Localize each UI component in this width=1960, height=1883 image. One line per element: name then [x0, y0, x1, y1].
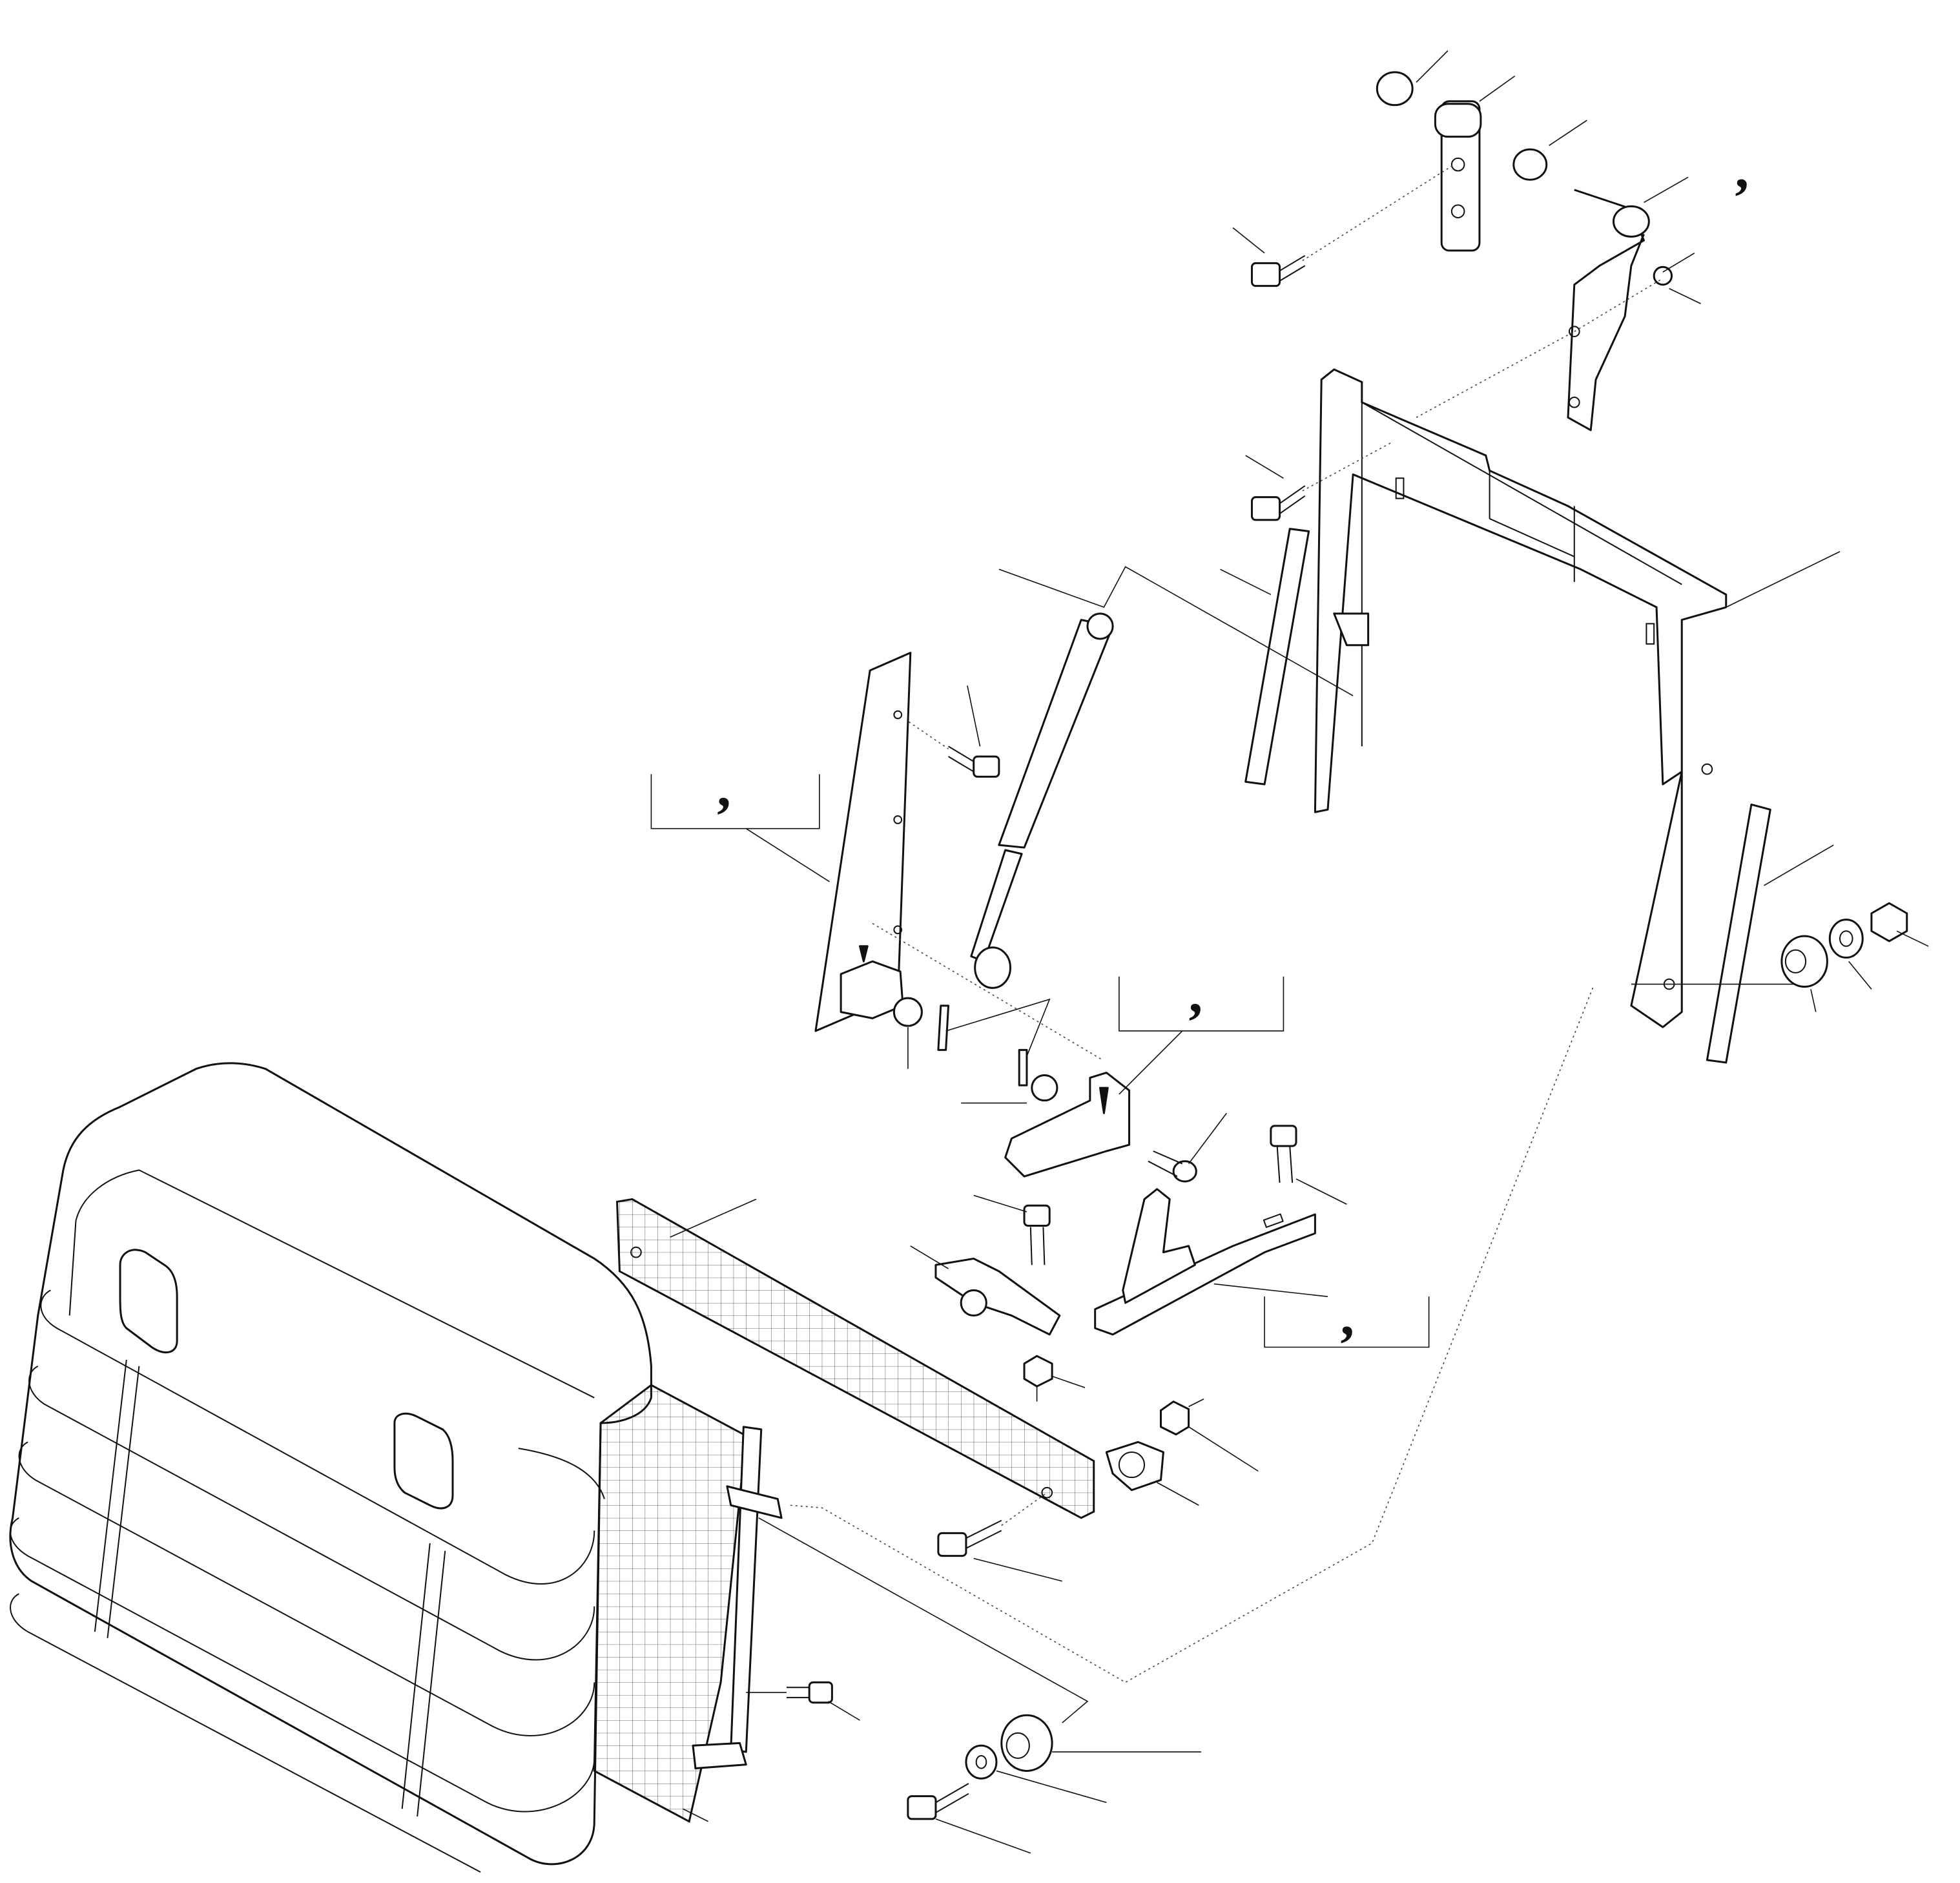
mesh-bolt: [938, 1521, 1002, 1556]
gas-strut: [971, 567, 1353, 988]
hinge-bushing: [1435, 104, 1480, 137]
catch-plate: [936, 1258, 1060, 1334]
clevis-pin: [1148, 1151, 1196, 1181]
upper-mesh-screen: [617, 1199, 1094, 1581]
bracket-hole: [1569, 326, 1580, 337]
frame-outline: [1315, 369, 1726, 1027]
hinge-plate: [1441, 101, 1480, 251]
frame-tab: [1334, 614, 1368, 645]
side-mesh-bracket: [727, 1486, 781, 1518]
hinge-plate-hole: [1452, 158, 1465, 171]
frame-hole: [1702, 764, 1713, 775]
pivot-hardware: [1631, 903, 1928, 1012]
seal-strip-right: [1707, 804, 1770, 1062]
pivot-spacer: [1782, 936, 1827, 986]
headlight-right: [395, 1413, 453, 1508]
catch-assembly: [911, 1196, 1085, 1402]
washer: [894, 998, 922, 1026]
mount-bolt: [908, 1784, 969, 1819]
hinge-assembly: ,: [1233, 50, 1749, 430]
strut-end: [975, 948, 1011, 988]
strut-rod: [971, 850, 1022, 961]
side-mesh-bolt: [787, 1682, 832, 1702]
frame-slot: [1396, 478, 1404, 498]
pivot-washer: [1830, 920, 1862, 958]
clamp-nut: [1161, 1402, 1189, 1435]
callout-middle-bracket: ,: [1189, 962, 1203, 1025]
cotter-pin: [938, 1006, 949, 1050]
clamp-hardware: [1106, 1399, 1258, 1505]
catch-bolt: [1024, 1205, 1049, 1265]
rubber-mount: [1002, 1715, 1052, 1771]
pivot-nut: [1872, 903, 1907, 941]
callout-top-right: ,: [1735, 138, 1749, 200]
callout-left-bracket: ,: [717, 756, 731, 818]
radiator-frame: [1315, 369, 1726, 1027]
strut-bolt: [900, 685, 999, 776]
upper-mesh-panel: [617, 1199, 1094, 1517]
bottom-fasteners: [908, 1715, 1201, 1853]
latch-handle: [1123, 1189, 1195, 1303]
catch-nut: [1024, 1356, 1052, 1386]
latch-plate: ,: [1095, 1126, 1429, 1347]
catch-pin: [961, 1290, 986, 1315]
side-mesh-screen: [594, 986, 1593, 1821]
side-mesh-foot: [693, 1743, 746, 1768]
washer: [1032, 1076, 1057, 1101]
seal-strips: [1221, 529, 1840, 1063]
frame-slot: [1646, 623, 1654, 643]
cotter-pin: [1019, 1050, 1027, 1085]
hinge-bolt: [1252, 256, 1305, 286]
hinge-plate-hole: [1452, 205, 1465, 218]
seal-strip-left: [1246, 529, 1309, 785]
hinge-nut: [1654, 267, 1671, 284]
spacer-sleeve: [1514, 149, 1547, 180]
latch-hinge-bracket: ,: [961, 962, 1283, 1181]
latch-hinge-body: [1006, 1073, 1130, 1177]
front-grille: [10, 1063, 651, 1872]
headlight-left: [120, 1250, 177, 1353]
flanged-bushing: [1377, 72, 1412, 105]
callout-lower-right-bracket: ,: [1341, 1285, 1355, 1347]
hose-clamp: [1106, 1442, 1163, 1490]
frame-bolt: [1246, 442, 1391, 519]
latch-bolt: [1271, 1126, 1296, 1183]
hinge-pin-head: [1613, 206, 1649, 236]
left-plate: ,: [651, 653, 1102, 1069]
latch-plate-base: [1095, 1214, 1315, 1335]
grille-shell: [10, 1063, 651, 1864]
bracket-hole: [1569, 397, 1580, 408]
strut-cylinder: [999, 620, 1113, 848]
mount-washer: [966, 1745, 996, 1778]
